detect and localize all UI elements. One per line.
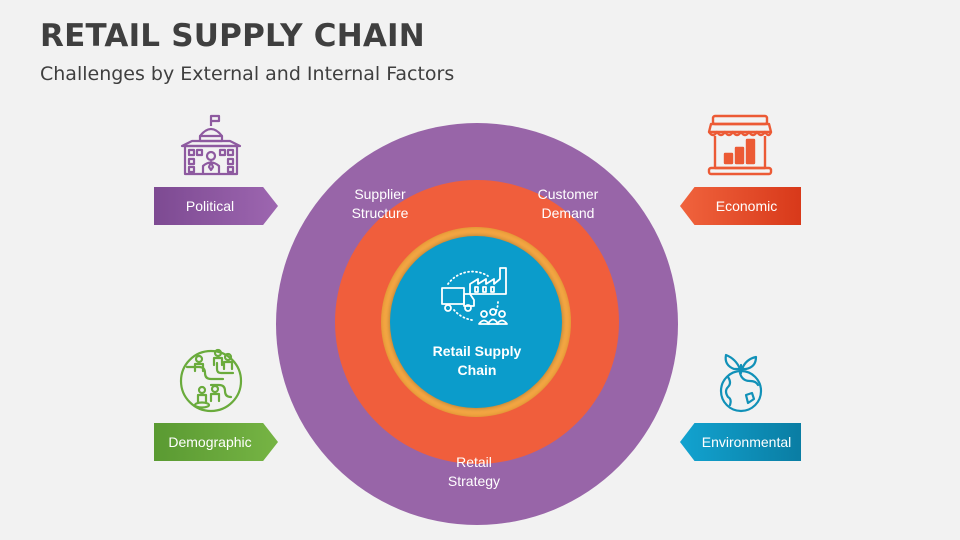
ring-label-customer-demand: Customer Demand: [513, 185, 623, 223]
ring-label-supplier-structure: Supplier Structure: [325, 185, 435, 223]
government-building-icon: [180, 114, 242, 176]
factor-label: Political: [185, 198, 235, 214]
ring-label-line: Demand: [541, 205, 595, 221]
ring-label-line: Structure: [351, 205, 409, 221]
ring-label-line: Supplier: [354, 186, 406, 202]
core-label-line: Chain: [457, 362, 497, 378]
core-label-line: Retail Supply: [432, 343, 522, 359]
factor-label: Demographic: [168, 434, 252, 450]
factor-tag-economic: Economic: [680, 187, 801, 225]
earth-plant-icon: [719, 353, 763, 413]
factor-tag-political: Political: [154, 187, 278, 225]
globe-people-icon: [179, 348, 243, 413]
ring-label-line: Retail: [456, 454, 492, 470]
page-title: RETAIL SUPPLY CHAIN: [40, 18, 425, 54]
ring-label-retail-strategy: Retail Strategy: [419, 453, 529, 491]
core-label: Retail Supply Chain: [416, 342, 538, 380]
core-circle: [390, 236, 562, 408]
factor-label: Environmental: [701, 434, 792, 450]
factor-tag-environmental: Environmental: [680, 423, 801, 461]
factor-tag-demographic: Demographic: [154, 423, 278, 461]
store-growth-icon: [707, 114, 773, 176]
supply-chain-icon: [441, 267, 508, 325]
factor-label: Economic: [715, 198, 778, 214]
page-subtitle: Challenges by External and Internal Fact…: [40, 63, 455, 85]
ring-label-line: Strategy: [447, 473, 501, 489]
ring-label-line: Customer: [537, 186, 599, 202]
